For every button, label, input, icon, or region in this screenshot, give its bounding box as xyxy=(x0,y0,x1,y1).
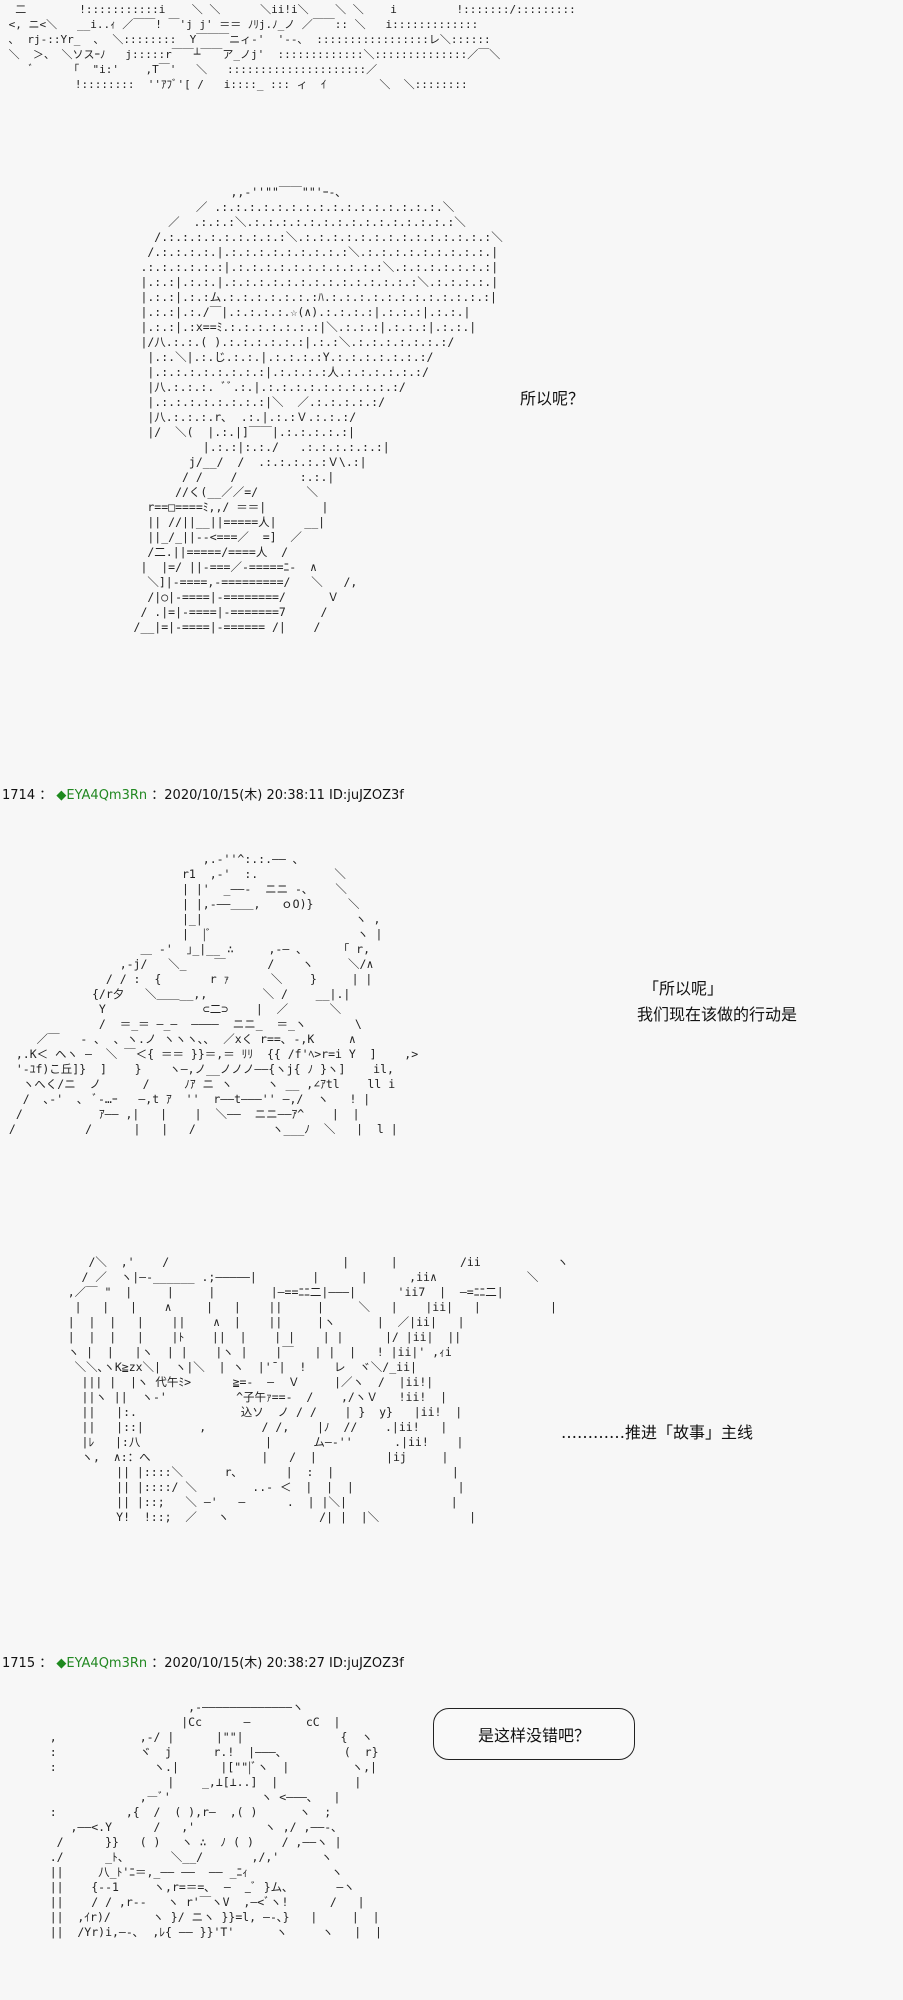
diamond-trip-icon: ◆ xyxy=(56,1656,67,1671)
poster-name[interactable]: EYA4Qm3Rn xyxy=(66,788,148,803)
ascii-art-blob-character: ,-―――――――――――――ヽ |Cc ― cC | , ,-/ | |""|… xyxy=(49,1700,382,1939)
ascii-art-boy: /＼ ,' / | | /ii ヽ / ／ ヽ|―-______ .;―――――… xyxy=(67,1255,569,1524)
post-datetime: ：2020/10/15(木) 20:38:27 xyxy=(151,1656,325,1671)
poster-id[interactable]: ID:juJZOZ3f xyxy=(329,788,404,803)
poster-name[interactable]: EYA4Qm3Rn xyxy=(66,1656,148,1671)
dialog-text-advance-story: …………推进「故事」主线 xyxy=(561,1423,754,1442)
post-datetime: ：2020/10/15(木) 20:38:11 xyxy=(151,788,325,803)
post-separator: ： xyxy=(39,1656,53,1671)
dialog-text-quote-so-what: 「所以呢」 xyxy=(643,979,724,998)
speech-bubble: 是这样没错吧？ xyxy=(433,1708,635,1760)
dialog-text-so-what: 所以呢？ xyxy=(520,389,585,408)
dialog-text-what-we-should-do: 我们现在该做的行动是 xyxy=(637,1005,798,1024)
post-separator: ： xyxy=(39,788,53,803)
post-header-1715: 1715 ： ◆EYA4Qm3Rn ：2020/10/15(木) 20:38:2… xyxy=(2,1656,404,1672)
poster-id[interactable]: ID:juJZOZ3f xyxy=(329,1656,404,1671)
ascii-art-top-fragment: 二 !:::::::::::i ＼ ＼ ＼ii!i＼ ＼ ＼ i !::::::… xyxy=(8,3,576,91)
ascii-art-girl: ,,-''""￣￣""'ｰ-､ ／ .:.:.:.:.:.:.:.:.:.:.:… xyxy=(133,185,503,634)
post-header-1714: 1714 ： ◆EYA4Qm3Rn ：2020/10/15(木) 20:38:1… xyxy=(2,788,404,804)
dialog-text-is-that-right: 是这样没错吧？ xyxy=(477,1726,590,1745)
post-number: 1714 xyxy=(2,788,36,803)
ascii-art-frog-scene: ,.-''^:.:.―― ､ r1 ,-' :. ＼ | |' _――- ニニ … xyxy=(8,852,419,1136)
diamond-trip-icon: ◆ xyxy=(56,788,67,803)
post-number: 1715 xyxy=(2,1656,36,1671)
